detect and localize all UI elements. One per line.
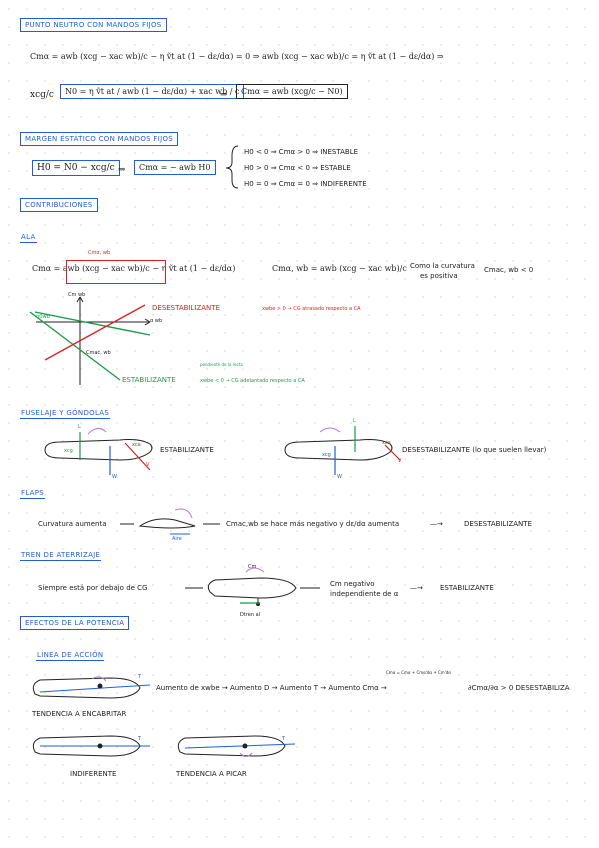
ala-equation: Cmα = awb (xcg − xac wb)/c − η ṽt at (1 …	[32, 260, 235, 284]
ala-top-label: Cmα, wb	[88, 250, 111, 256]
fus-xcg-label: xcg	[64, 448, 73, 454]
power-t-3: T	[282, 736, 286, 742]
section-potencia: EFECTOS DE LA POTENCIA	[20, 616, 130, 630]
power-fuselage-3	[177, 735, 296, 757]
fuselaje-left-label: ESTABILIZANTE	[160, 446, 214, 454]
power-t-1: T	[138, 674, 142, 680]
power-fuselage-2	[32, 735, 150, 757]
power-picar: TENDENCIA A PICAR	[176, 770, 247, 778]
graph-alpha0: α0wb	[36, 314, 50, 320]
fus-r-w-label: W	[337, 474, 342, 480]
section-fuselaje: FUSELAJE Y GÓNDOLAS	[20, 409, 111, 419]
fus-r-xca-label: xca	[382, 440, 391, 446]
power-indiferente: INDIFERENTE	[70, 770, 117, 778]
ala-note-2: es positiva	[420, 272, 458, 280]
flaps-middle: Cmac,wb se hace más negativo y dε/dα aum…	[226, 520, 400, 528]
power-result: ∂Cmα/∂α > 0 DESESTABILIZA	[468, 684, 570, 692]
arrow-2: ⇒	[118, 165, 126, 175]
flaps-start: Curvatura aumenta	[38, 520, 107, 528]
graph-desest-cond: xwbe > 0 → CG atrasado respecto a CA	[262, 306, 361, 312]
graph-desest: DESESTABILIZANTE	[152, 304, 220, 312]
tren-dtren: Dtren al	[240, 612, 261, 618]
power-t-2: T	[138, 736, 142, 742]
section-flaps: FLAPS	[20, 489, 46, 499]
graph-xlabel: α wb	[150, 318, 163, 324]
case-indiferente: H0 = 0 ⇒ Cmα = 0 ⇒ INDIFERENTE	[244, 180, 367, 188]
section-linea: LÍNEA DE ACCIÓN	[36, 651, 105, 661]
margin-box: H0 = N0 − xcg/c	[32, 160, 120, 176]
fus-r-v-label: V	[398, 458, 402, 464]
gear-fuselage	[185, 567, 320, 606]
equation-1: Cmα = awb (xcg − xac wb)/c − η ṽt at (1 …	[30, 52, 444, 61]
equation-2-left: xcg/c	[30, 90, 54, 100]
wing-graph	[29, 296, 151, 385]
fus-l-label: L	[78, 424, 81, 430]
power-chain: Aumento de xwbe → Aumento D → Aumento T …	[156, 684, 387, 692]
graph-small-note: pendiente de la recta	[200, 362, 243, 367]
arrow-1: ⇒	[220, 90, 228, 100]
graph-estab: ESTABILIZANTE	[122, 376, 176, 384]
fuselage-left	[44, 428, 153, 475]
margin-result-box: Cmα = − awb H0	[134, 160, 216, 175]
cm-alpha-result-box: Cmα = awb (xcg/c − N0)	[236, 84, 348, 99]
fuselage-right	[284, 426, 401, 475]
flaps-aire: Aire	[172, 536, 182, 542]
tren-middle-1: Cm negativo	[330, 580, 375, 588]
power-encabritar: TENDENCIA A ENCABRITAR	[32, 710, 127, 718]
section-contribuciones: CONTRIBUCIONES	[20, 198, 98, 212]
ala-note-1: Como la curvatura	[410, 262, 475, 270]
graph-estab-cond: xwbe < 0 → CG adelantado respecto a CA	[200, 378, 305, 384]
tren-start: Siempre está por debajo de CG	[38, 584, 148, 592]
case-inestable: H0 < 0 ⇒ Cmα > 0 ⇒ INESTABLE	[244, 148, 359, 156]
fus-w-label: W	[112, 474, 117, 480]
section-margen: MARGEN ESTÁTICO CON MANDOS FIJOS	[20, 132, 179, 146]
power-fuselage-1	[32, 676, 151, 699]
n0-box: N0 = η ṽt at / awb (1 − dε/dα) + xac wb …	[60, 84, 245, 99]
graph-ylabel: Cm wb	[68, 292, 86, 298]
tren-end: ESTABILIZANTE	[440, 584, 494, 592]
tren-cm: Cm	[248, 564, 257, 570]
ala-equation-2: Cmα, wb = awb (xcg − xac wb)/c	[272, 264, 407, 273]
ala-note-3: Cmac, wb < 0	[484, 266, 534, 274]
fuselaje-right-label: DESESTABILIZANTE (lo que suelen llevar)	[402, 446, 547, 454]
flaps-arrow: —→	[430, 520, 443, 528]
power-small-eq: Cmα = Cmα + Cmα'dα + Cm'dα	[386, 670, 451, 675]
fus-r-xcg-label: xcg	[322, 452, 331, 458]
tren-arrow: —→	[410, 584, 423, 592]
fus-v-label: V	[146, 462, 150, 468]
section-tren: TREN DE ATERRIZAJE	[20, 551, 102, 561]
graph-cmac: Cmac, wb	[86, 350, 111, 356]
flap-airfoil	[120, 508, 220, 535]
section-ala: ALA	[20, 233, 37, 243]
section-punto-neutro: PUNTO NEUTRO CON MANDOS FIJOS	[20, 18, 167, 32]
fus-xca-label: xca	[132, 442, 141, 448]
flaps-end: DESESTABILIZANTE	[464, 520, 532, 528]
tren-middle-2: independiente de α	[330, 590, 399, 598]
case-estable: H0 > 0 ⇒ Cmα < 0 ⇒ ESTABLE	[244, 164, 351, 172]
fus-r-l-label: L	[353, 418, 356, 424]
